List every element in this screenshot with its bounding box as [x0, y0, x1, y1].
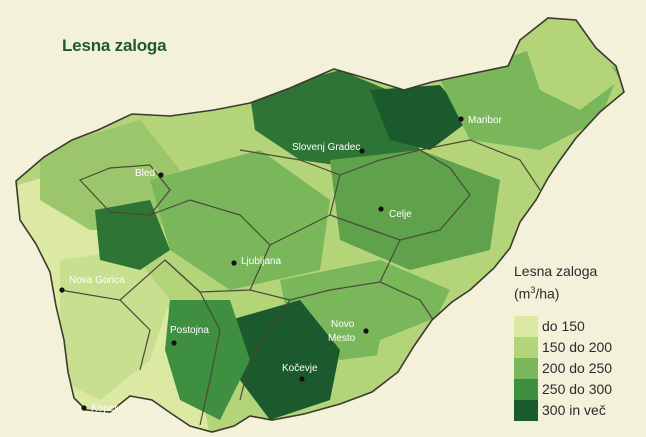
region-border — [419, 139, 541, 191]
legend-swatch — [514, 378, 538, 400]
celje-region — [330, 150, 500, 270]
legend-label: do 150 — [542, 318, 585, 335]
legend-label: 150 do 200 — [542, 339, 613, 356]
city-dot-koper — [81, 405, 87, 411]
legend-unit-prefix: (m — [514, 285, 531, 302]
city-dot-maribor — [458, 116, 464, 122]
legend-unit: (m3/ha) — [514, 281, 646, 304]
region-border — [239, 299, 291, 401]
city-label-maribor: Maribor — [468, 115, 503, 126]
legend-label: 200 do 250 — [542, 360, 613, 377]
city-label-bled: Bled — [135, 168, 155, 179]
city-label-koper: Koper — [91, 403, 118, 414]
city-label-novo-mesto-line2: Mesto — [328, 333, 356, 344]
pohorje-highest-stock — [370, 85, 470, 150]
city-dot-novo-mesto — [363, 328, 369, 334]
legend-swatch — [514, 399, 538, 421]
legend-label: 300 in več — [542, 402, 606, 419]
region-border — [78, 164, 171, 216]
legend-swatch — [514, 315, 538, 337]
legend-items: do 150 150 do 200 200 do 250 250 do 300 300 … — [514, 315, 646, 421]
city-dot-nova-gorica — [59, 287, 65, 293]
legend-unit-suffix: /ha) — [535, 285, 560, 302]
map-legend: Lesna zaloga (m3/ha) do 150 150 do 200 200… — [514, 262, 646, 421]
legend-swatch — [514, 357, 538, 379]
map-title: Lesna zaloga — [62, 36, 167, 55]
city-label-kocevje: Kočevje — [282, 363, 318, 374]
city-label-ljubljana: Ljubljana — [241, 256, 281, 267]
legend-item: 200 do 250 — [514, 357, 646, 379]
legend-item: 250 do 300 — [514, 378, 646, 400]
kocevje-highest-stock — [230, 300, 340, 420]
city-label-postojna: Postojna — [170, 325, 209, 336]
legend-swatch — [514, 336, 538, 358]
country-outline — [15, 17, 625, 433]
legend-item: 300 in več — [514, 399, 646, 421]
legend-item: do 150 — [514, 315, 646, 337]
city-label-slovenj-gradec: Slovenj Gradec — [292, 142, 360, 153]
region-borders — [59, 139, 541, 426]
city-dot-ljubljana — [231, 260, 237, 266]
city-dot-bled — [158, 172, 164, 178]
city-markers: Maribor Slovenj Gradec Bled Celje Ljublj… — [59, 115, 503, 414]
city-label-celje: Celje — [389, 209, 412, 220]
city-dot-kocevje — [299, 376, 305, 382]
city-label-novo-mesto-line1: Novo — [331, 319, 355, 330]
city-dot-postojna — [171, 340, 177, 346]
notranjska-high-stock — [165, 300, 250, 420]
region-border — [59, 289, 151, 371]
region-border — [119, 259, 221, 426]
karst-low-stock — [60, 250, 170, 400]
prekmurje-low-stock — [520, 30, 620, 110]
city-dot-slovenj-gradec — [359, 148, 365, 154]
city-label-nova-gorica: Nova Gorica — [69, 275, 125, 286]
legend-label: 250 do 300 — [542, 381, 613, 398]
region-border — [249, 239, 401, 301]
legend-item: 150 do 200 — [514, 336, 646, 358]
city-dot-celje — [378, 206, 384, 212]
trnovo-high-stock — [95, 200, 170, 270]
region-border — [329, 149, 471, 241]
legend-unit-superscript: 3 — [530, 285, 536, 295]
central-mixed — [150, 150, 330, 290]
legend-title: Lesna zaloga — [514, 263, 598, 279]
